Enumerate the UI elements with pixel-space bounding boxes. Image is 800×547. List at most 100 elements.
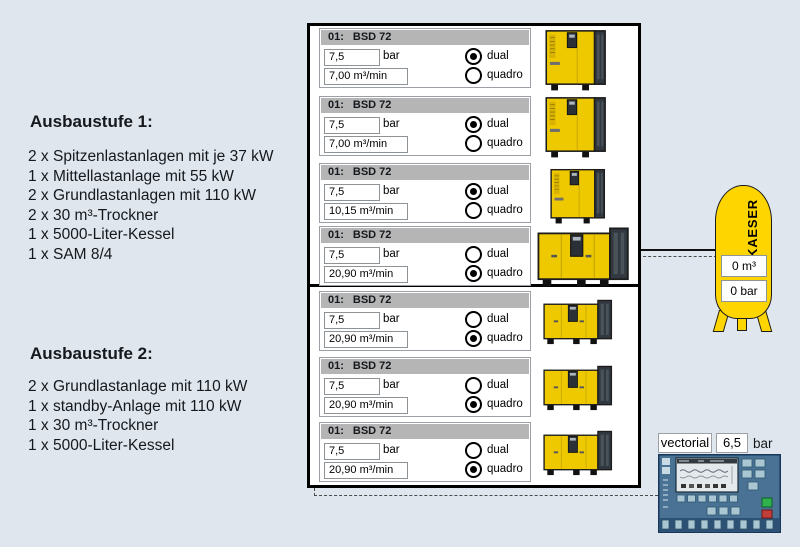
radio-quadro[interactable] — [465, 67, 482, 84]
radio-dual-label: dual — [487, 185, 509, 197]
controller-arrow-key[interactable] — [754, 458, 766, 468]
stage2-list: 2 x Grundlastanlage mit 110 kW 1 x stand… — [28, 377, 247, 455]
pressure-input[interactable] — [324, 49, 380, 66]
stage1-title: Ausbaustufe 1: — [30, 112, 153, 131]
controller-key[interactable] — [708, 494, 717, 503]
controller-function-key[interactable] — [726, 519, 735, 530]
controller-key[interactable] — [687, 494, 696, 503]
unit-model: BSD 72 — [352, 360, 392, 372]
unit-id: 01: — [328, 229, 344, 241]
controller-function-key[interactable] — [700, 519, 709, 530]
controller-function-key[interactable] — [713, 519, 722, 530]
flow-input[interactable] — [324, 397, 408, 414]
stage1-item: 2 x Grundlastanlagen mit 110 kW — [28, 187, 257, 204]
radio-quadro[interactable] — [465, 135, 482, 152]
radio-dual-label: dual — [487, 118, 509, 130]
radio-dual[interactable] — [465, 246, 482, 263]
radio-dual-label: dual — [487, 248, 509, 260]
pressure-input[interactable] — [324, 378, 380, 395]
pressure-input[interactable] — [324, 184, 380, 201]
radio-quadro-label: quadro — [487, 204, 523, 216]
stop-button[interactable] — [761, 509, 773, 519]
controller-function-key[interactable] — [739, 519, 748, 530]
pressure-input[interactable] — [324, 312, 380, 329]
compressor-image — [550, 165, 606, 227]
pressure-input[interactable] — [324, 443, 380, 460]
pressure-unit-label: bar — [383, 444, 400, 456]
radio-dual-label: dual — [487, 444, 509, 456]
unit-model: BSD 72 — [352, 31, 392, 43]
controller-function-key[interactable] — [752, 519, 761, 530]
unit-id: 01: — [328, 166, 344, 178]
radio-dot — [469, 269, 478, 278]
radio-dual[interactable] — [465, 48, 482, 65]
pressure-input[interactable] — [324, 247, 380, 264]
unit-header: 01:BSD 72 — [321, 424, 529, 439]
compressor-unit-7: 01:BSD 72 bar dual quadro — [319, 422, 531, 482]
radio-dual-label: dual — [487, 379, 509, 391]
flow-input[interactable] — [324, 266, 408, 283]
compressor-image — [545, 27, 607, 93]
radio-dual[interactable] — [465, 442, 482, 459]
radio-dual-label: dual — [487, 313, 509, 325]
radio-quadro-label: quadro — [487, 69, 523, 81]
controller-mode-field[interactable]: vectorial — [658, 433, 712, 453]
controller-function-key[interactable] — [661, 519, 670, 530]
controller-arrow-key[interactable] — [754, 469, 766, 479]
pressure-input[interactable] — [324, 117, 380, 134]
controller-arrow-key[interactable] — [741, 458, 753, 468]
compressor-image — [543, 424, 613, 482]
stage1-item: 2 x Spitzenlastanlagen mit je 37 kW — [28, 148, 274, 165]
radio-dot — [469, 52, 478, 61]
unit-id: 01: — [328, 99, 344, 111]
controller-key[interactable] — [718, 506, 729, 516]
compressor-unit-4: 01:BSD 72 bar dual quadro — [319, 226, 531, 286]
compressor-unit-5: 01:BSD 72 bar dual quadro — [319, 291, 531, 351]
controller-function-key[interactable] — [687, 519, 696, 530]
radio-quadro-label: quadro — [487, 332, 523, 344]
controller-key[interactable] — [662, 467, 670, 474]
radio-dual[interactable] — [465, 311, 482, 328]
compressor-image — [543, 293, 613, 351]
radio-quadro[interactable] — [465, 396, 482, 413]
radio-quadro[interactable] — [465, 202, 482, 219]
radio-dual[interactable] — [465, 377, 482, 394]
controller-key[interactable] — [718, 494, 728, 503]
compressor-image — [537, 226, 630, 288]
controller-key[interactable] — [706, 506, 717, 516]
start-button[interactable] — [761, 497, 773, 508]
controller-function-key[interactable] — [674, 519, 683, 530]
controller-arrow-key[interactable] — [741, 469, 753, 479]
tank-brand-label: KAESER — [745, 199, 760, 258]
stage1-item: 1 x 5000-Liter-Kessel — [28, 226, 175, 243]
radio-dot — [469, 465, 478, 474]
controller-key[interactable] — [729, 494, 738, 503]
radio-dot — [469, 120, 478, 129]
radio-dot — [469, 187, 478, 196]
tank-air-pipe — [641, 249, 717, 252]
radio-quadro[interactable] — [465, 265, 482, 282]
radio-quadro-label: quadro — [487, 267, 523, 279]
flow-input[interactable] — [324, 331, 408, 348]
controller-function-key[interactable] — [765, 519, 774, 530]
flow-input[interactable] — [324, 68, 408, 85]
controller-key[interactable] — [697, 494, 707, 503]
flow-input[interactable] — [324, 203, 408, 220]
pressure-unit-label: bar — [383, 118, 400, 130]
controller-key[interactable] — [662, 458, 670, 465]
controller-key[interactable] — [676, 494, 686, 503]
flow-input[interactable] — [324, 136, 408, 153]
compressor-unit-2: 01:BSD 72 bar dual quadro — [319, 96, 531, 156]
controller-enter-key[interactable] — [747, 481, 759, 491]
radio-quadro[interactable] — [465, 330, 482, 347]
stage2-title: Ausbaustufe 2: — [30, 344, 153, 363]
controller-key[interactable] — [730, 506, 741, 516]
pressure-unit-label: bar — [383, 185, 400, 197]
radio-quadro[interactable] — [465, 461, 482, 478]
radio-dual[interactable] — [465, 183, 482, 200]
tank-pressure-readout: 0 bar — [721, 280, 767, 302]
flow-input[interactable] — [324, 462, 408, 479]
control-line-bottom — [314, 495, 658, 496]
radio-dual[interactable] — [465, 116, 482, 133]
controller-pressure-field[interactable]: 6,5 — [716, 433, 748, 453]
